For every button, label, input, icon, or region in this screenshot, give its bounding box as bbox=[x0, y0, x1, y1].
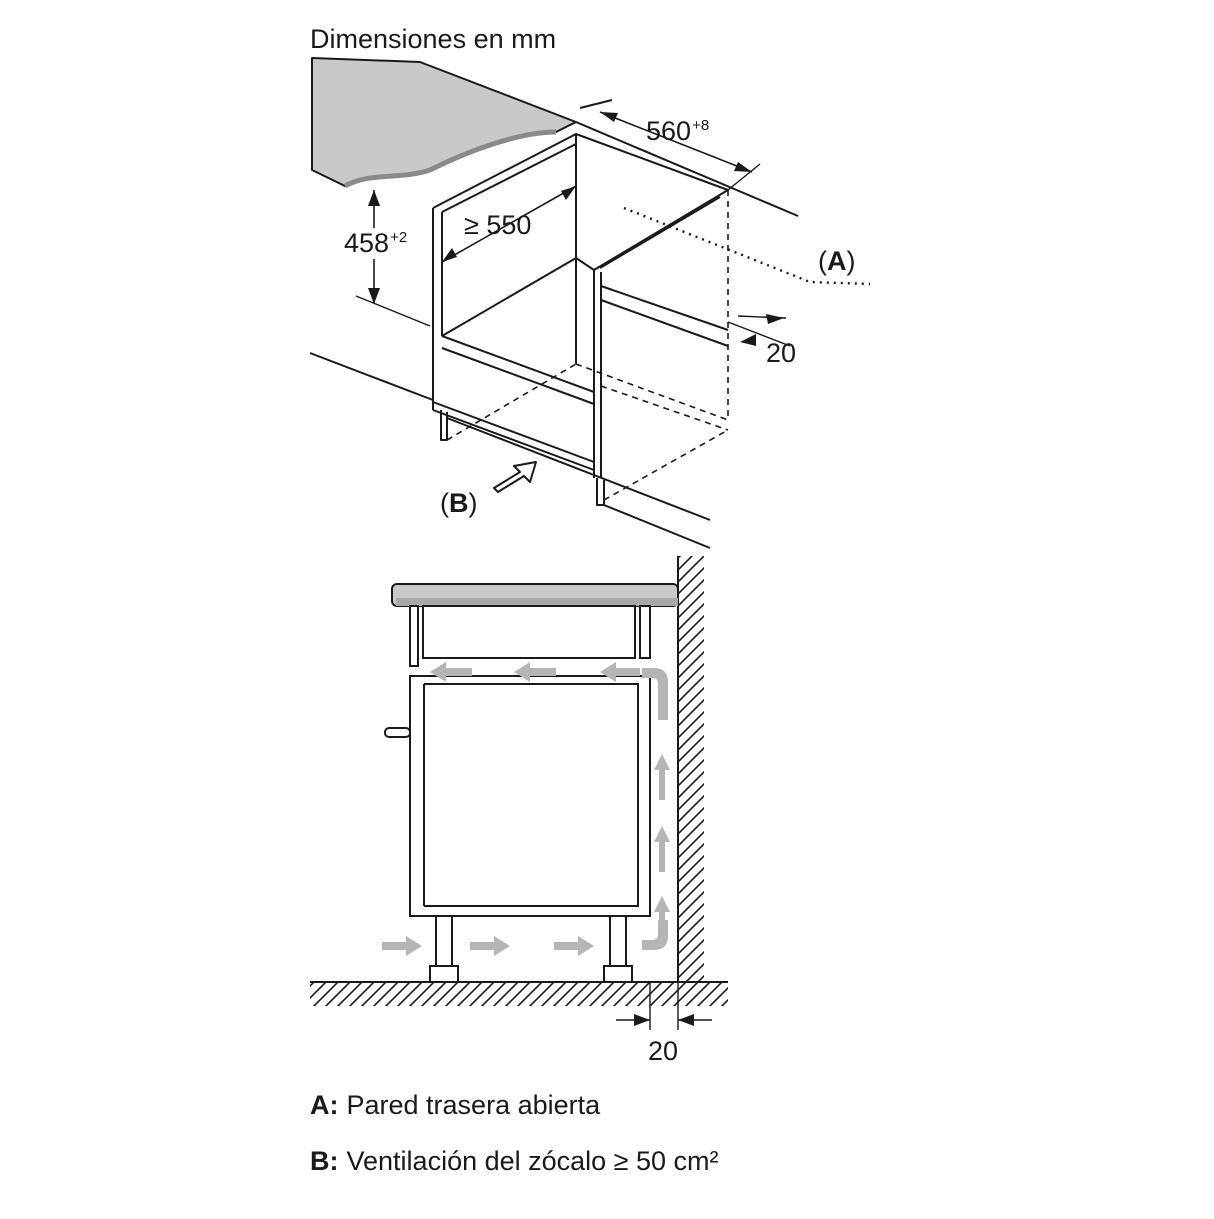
legend-item-a: A:Pared trasera abierta bbox=[310, 1090, 600, 1121]
section-view bbox=[310, 556, 728, 1030]
callout-a: (A) bbox=[818, 246, 856, 277]
callout-a-open: ( bbox=[818, 246, 827, 276]
dimension-width-value: 560 bbox=[646, 116, 692, 146]
callout-a-close: ) bbox=[846, 246, 856, 276]
countertop bbox=[311, 57, 577, 187]
dimension-depth-label: ≥ 550 bbox=[464, 210, 531, 241]
door-handle bbox=[384, 727, 411, 738]
countertop-edge bbox=[343, 129, 557, 189]
callout-a-letter: A bbox=[827, 246, 847, 276]
gap-arrowheads bbox=[634, 1014, 694, 1026]
airflow-arrow-b bbox=[493, 461, 537, 493]
rear-wall bbox=[678, 556, 704, 982]
dimension-depth-value: ≥ 550 bbox=[464, 210, 532, 240]
airflow-arrows bbox=[382, 662, 670, 956]
dimension-rear-gap-top: 20 bbox=[766, 338, 797, 368]
legend-a-key: A: bbox=[310, 1090, 339, 1120]
floor bbox=[310, 982, 728, 1006]
callout-b-close: ) bbox=[468, 488, 478, 518]
isometric-view bbox=[309, 57, 871, 549]
dimension-arrowheads bbox=[368, 112, 784, 346]
dimension-height-tolerance: +2 bbox=[390, 229, 408, 246]
cabinet bbox=[409, 675, 651, 917]
legend-b-key: B: bbox=[310, 1146, 339, 1176]
dimension-height-label: 458+2 bbox=[342, 228, 410, 259]
legend-b-text: Ventilación del zócalo ≥ 50 cm² bbox=[346, 1146, 719, 1176]
callout-b-open: ( bbox=[440, 488, 449, 518]
callout-b: (B) bbox=[440, 488, 478, 519]
legend-a-text: Pared trasera abierta bbox=[346, 1090, 601, 1120]
legend-item-b: B:Ventilación del zócalo ≥ 50 cm² bbox=[310, 1146, 719, 1177]
dimension-height-value: 458 bbox=[344, 228, 390, 258]
dimension-width-tolerance: +8 bbox=[692, 117, 710, 134]
dimension-rear-gap-bottom: 20 bbox=[648, 1036, 679, 1066]
callout-b-letter: B bbox=[449, 488, 469, 518]
dimension-width-label: 560+8 bbox=[646, 116, 709, 147]
diagram-title: Dimensiones en mm bbox=[310, 24, 557, 54]
